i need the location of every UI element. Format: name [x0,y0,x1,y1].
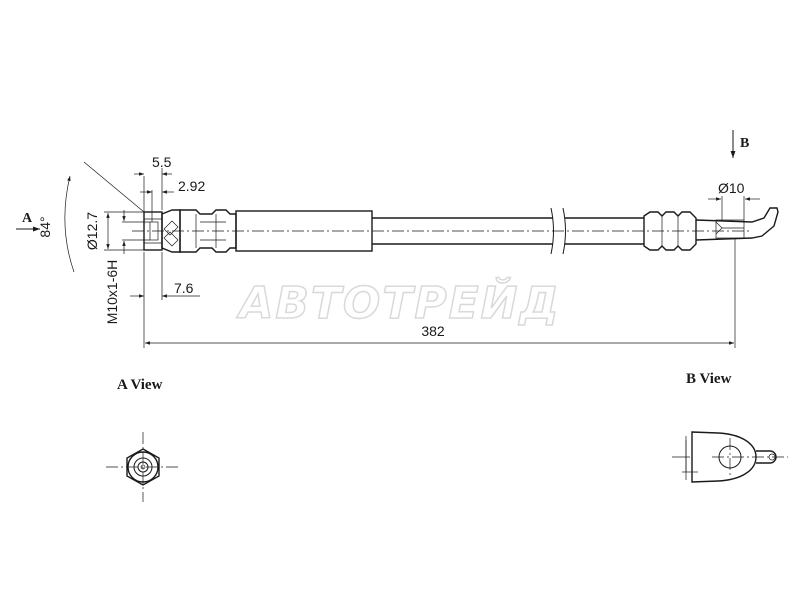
dim-7-6: 7.6 [174,280,194,296]
dim-5-5: 5.5 [152,154,172,170]
marker-a: A [22,211,33,226]
a-view-hex-fitting [106,432,180,502]
a-view-label: A View [117,377,163,393]
dim-thread: M10x1-6H [104,260,120,325]
dim-angle: 84° [37,216,53,237]
banjo-bracket [695,207,779,241]
dimension-lines [16,130,760,348]
brake-hose-outline [132,207,779,255]
right-ferrule [643,211,697,251]
b-view-eye-bracket [672,431,788,483]
dim-2-92: 2.92 [178,178,205,194]
dim-overall-length: 382 [421,323,445,339]
marker-b: B [740,136,749,151]
watermark: АВТОТРЕЙД [236,276,560,329]
dim-diameter-12-7: Ø12.7 [84,212,100,250]
dim-diameter-10: Ø10 [718,180,745,196]
b-view-label: B View [686,371,732,387]
